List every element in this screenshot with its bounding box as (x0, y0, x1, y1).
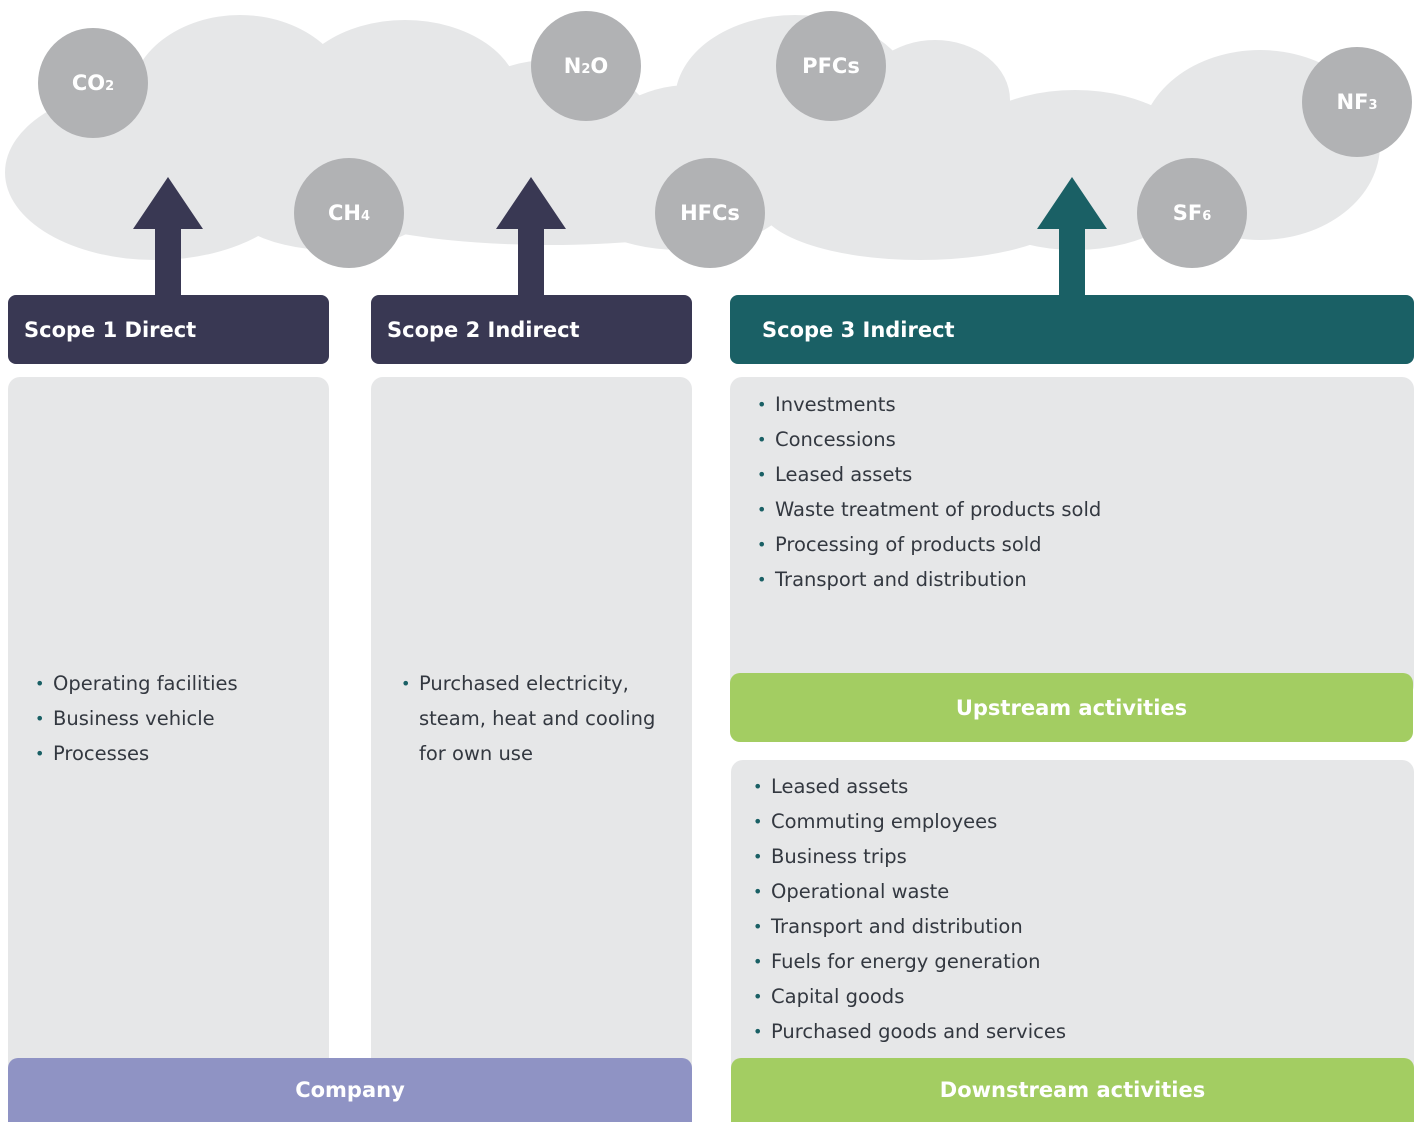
gas-subscript: 4 (360, 208, 371, 224)
gas-label-tail: O (590, 54, 609, 78)
list-item: Purchased electricity, steam, heat and c… (401, 666, 661, 771)
scope3-header: Scope 3 Indirect (730, 295, 1414, 364)
list-item: Commuting employees (753, 804, 1393, 839)
gas-label: PFCs (802, 54, 860, 78)
scope2-list: Purchased electricity, steam, heat and c… (401, 666, 661, 771)
list-item: Transport and distribution (757, 562, 1397, 597)
gas-label: N (563, 54, 582, 78)
list-item: Leased assets (753, 769, 1393, 804)
list-item: Capital goods (753, 979, 1393, 1014)
scope3-title: Scope 3 Indirect (762, 317, 955, 342)
list-item: Concessions (757, 422, 1397, 457)
gas-label: HFCs (680, 201, 740, 225)
company-label: Company (295, 1078, 405, 1102)
downstream-list: Leased assets Commuting employees Busine… (753, 769, 1393, 1049)
gas-subscript: 3 (1368, 97, 1378, 113)
list-item: Leased assets (757, 457, 1397, 492)
upstream-band: Upstream activities (730, 673, 1413, 742)
gas-label: CO (71, 71, 106, 95)
gas-hfcs: HFCs (655, 158, 765, 268)
company-band: Company (8, 1058, 692, 1122)
upstream-list: Investments Concessions Leased assets Wa… (757, 387, 1397, 597)
list-item: Purchased goods and services (753, 1014, 1393, 1049)
scope1-title: Scope 1 Direct (24, 317, 197, 342)
scope1-header: Scope 1 Direct (8, 295, 329, 364)
gas-subscript: 6 (1202, 208, 1212, 224)
gas-pfcs: PFCs (776, 11, 886, 121)
gas-label: NF (1336, 90, 1369, 114)
list-item: Waste treatment of products sold (757, 492, 1397, 527)
downstream-label: Downstream activities (939, 1078, 1206, 1102)
gas-label: CH (327, 201, 361, 225)
list-item: Business trips (753, 839, 1393, 874)
scope1-list: Operating facilities Business vehicle Pr… (35, 666, 315, 771)
gas-subscript: 2 (581, 61, 591, 77)
list-item: Processing of products sold (757, 527, 1397, 562)
list-item: Processes (35, 736, 315, 771)
list-item: Investments (757, 387, 1397, 422)
list-item: Business vehicle (35, 701, 315, 736)
list-item: Operational waste (753, 874, 1393, 909)
list-item: Fuels for energy generation (753, 944, 1393, 979)
gas-label: SF (1172, 201, 1203, 225)
upstream-label: Upstream activities (955, 695, 1188, 720)
gas-subscript: 2 (105, 78, 115, 94)
list-item: Operating facilities (35, 666, 315, 701)
scope2-header: Scope 2 Indirect (371, 295, 692, 364)
scope2-title: Scope 2 Indirect (387, 317, 580, 342)
downstream-band: Downstream activities (731, 1058, 1414, 1122)
list-item: Transport and distribution (753, 909, 1393, 944)
